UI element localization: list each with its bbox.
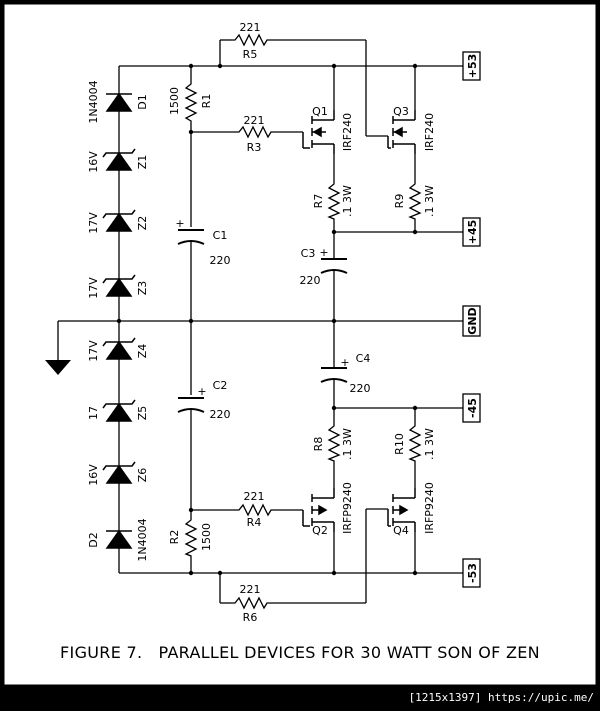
c3-ref: C3 [301,247,316,260]
terminal-box-pos53 [462,51,481,81]
capacitor-symbols [177,229,348,413]
q4-mosfet-symbol [387,488,416,532]
z3-ref: Z3 [136,281,149,296]
z1-ref: Z1 [136,155,149,170]
z5-ref: Z5 [136,406,149,421]
d2-value: 1N4004 [136,518,149,561]
q1-mosfet-symbol [302,110,335,154]
c1-plus: + [175,217,184,230]
c2-value: 220 [210,408,231,421]
rail-terminals [462,51,481,588]
q3-ref: Q3 [393,105,409,118]
diode-symbols [102,92,136,549]
q2-value: IRFP9240 [341,482,354,534]
z1-value: 16V [87,151,100,173]
r5-ref: R5 [243,48,258,61]
r3-value: 221 [244,114,265,127]
q3-mosfet-symbol [387,110,416,154]
c4-ref: C4 [356,352,371,365]
terminal-box-neg45 [462,393,481,423]
q3-value: IRF240 [423,113,436,151]
junction-dots [116,63,418,576]
z2-value: 17V [87,212,100,234]
c4-value: 220 [350,382,371,395]
r9-ref: R9 [393,194,406,209]
d1-value: 1N4004 [87,80,100,123]
q4-ref: Q4 [393,524,409,537]
rail-label-neg45: -45 [466,398,479,418]
rail-label-pos45: +45 [466,220,479,245]
rail-label-neg53: -53 [466,563,479,583]
paper [1,1,599,688]
ground-symbol [45,360,71,375]
r1-value: 1500 [168,87,181,115]
q2-ref: Q2 [312,524,328,537]
z6-ref: Z6 [136,468,149,483]
r8-ref: R8 [312,437,325,452]
r3-ref: R3 [247,141,262,154]
q1-value: IRF240 [341,113,354,151]
r4-ref: R4 [247,516,262,529]
r10-ref: R10 [393,433,406,455]
r10-value: .1 3W [423,428,436,460]
c3-plus: + [319,246,328,259]
wires [57,39,463,604]
r8-value: .1 3W [341,428,354,460]
r9-value: .1 3W [423,185,436,217]
z5-value: 17 [87,406,100,420]
r5-value: 221 [240,21,261,34]
r4-value: 221 [244,490,265,503]
terminal-box-neg53 [462,558,481,588]
r6-ref: R6 [243,611,258,624]
z3-value: 17V [87,277,100,299]
q2-mosfet-symbol [302,488,335,532]
r7-ref: R7 [312,194,325,209]
z6-value: 16V [87,464,100,486]
q1-ref: Q1 [312,105,328,118]
r6-value: 221 [240,583,261,596]
d2-ref: D2 [87,532,100,547]
q4-value: IRFP9240 [423,482,436,534]
z4-ref: Z4 [136,344,149,359]
c1-ref: C1 [213,229,228,242]
terminal-box-pos45 [462,217,481,247]
z4-value: 17V [87,340,100,362]
rail-label-pos53: +53 [466,54,479,79]
c3-value: 220 [300,274,321,287]
c4-plus: + [340,356,349,369]
r2-value: 1500 [200,523,213,551]
c1-value: 220 [210,254,231,267]
watermark-text: [1215x1397] https://upic.me/ [409,691,594,704]
r2-ref: R2 [168,530,181,545]
d1-ref: D1 [136,94,149,109]
figure-caption: FIGURE 7. PARALLEL DEVICES FOR 30 WATT S… [60,643,540,662]
c2-ref: C2 [213,379,228,392]
c2-plus: + [197,385,206,398]
z2-ref: Z2 [136,216,149,231]
r7-value: .1 3W [341,185,354,217]
resistor-symbols [184,33,422,610]
r1-ref: R1 [200,94,213,109]
rail-label-gnd: GND [466,307,479,334]
terminal-box-gnd [462,305,481,337]
